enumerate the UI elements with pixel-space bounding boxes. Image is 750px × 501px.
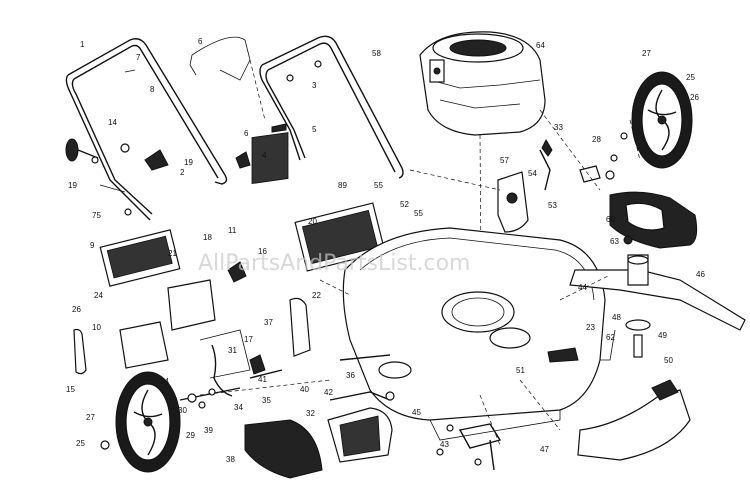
rear-pivot-bracket: [497, 132, 628, 233]
front-wheel-left: [115, 371, 181, 473]
callout-52: 52: [400, 200, 409, 209]
callout-22: 22: [312, 291, 321, 300]
callout-1: 1: [80, 40, 85, 49]
callout-2: 2: [180, 168, 185, 177]
callout-28: 28: [592, 135, 601, 144]
control-cable: [191, 36, 251, 81]
height-adjuster-left: [73, 261, 311, 397]
bag-panel-4: [251, 132, 289, 185]
bag-panel-9: [99, 229, 181, 287]
lower-handle-right: [259, 35, 404, 179]
callout-38: 38: [226, 455, 235, 464]
callout-48: 48: [612, 313, 621, 322]
callout-45: 45: [412, 408, 421, 417]
callout-31: 31: [228, 346, 237, 355]
callout-5: 5: [312, 125, 317, 134]
callout-41: 41: [258, 375, 267, 384]
callout-17: 17: [244, 335, 253, 344]
callout-32: 32: [306, 409, 315, 418]
callout-50: 50: [664, 356, 673, 365]
callout-62: 62: [606, 333, 615, 342]
watermark: AllPartsAndPartsList.com: [198, 251, 470, 276]
callout-43: 43: [440, 440, 449, 449]
callout-37: 37: [264, 318, 273, 327]
callout-34: 34: [234, 403, 243, 412]
callout-54: 54: [528, 169, 537, 178]
rear-axle-hardware: [436, 423, 502, 471]
callout-10: 10: [92, 323, 101, 332]
callout-47: 47: [540, 445, 549, 454]
callout-14: 14: [108, 118, 117, 127]
callout-26-b: 26: [72, 305, 81, 314]
callout-55: 55: [374, 181, 383, 190]
callout-54-b: 54: [160, 377, 169, 386]
blade-assembly: [569, 191, 746, 358]
callout-6: 6: [198, 37, 203, 46]
handle-bracket-hardware: [91, 60, 322, 216]
callout-15: 15: [66, 385, 75, 394]
callout-20: 20: [308, 217, 317, 226]
rear-skirt-bracket: [651, 379, 679, 401]
callout-29: 29: [186, 431, 195, 440]
engine-shaft-line: [479, 134, 483, 396]
callout-63: 63: [610, 237, 619, 246]
callout-30: 30: [178, 406, 187, 415]
callout-42: 42: [324, 388, 333, 397]
callout-49: 49: [658, 331, 667, 340]
callout-36: 36: [346, 371, 355, 380]
callout-25-b: 25: [76, 439, 85, 448]
callout-27-b: 27: [86, 413, 95, 422]
callout-7: 7: [136, 53, 141, 62]
callout-51: 51: [516, 366, 525, 375]
callout-11: 11: [228, 226, 237, 235]
callout-57: 57: [500, 156, 509, 165]
callout-46: 46: [696, 270, 705, 279]
callout-60: 60: [606, 215, 615, 224]
callout-4: 4: [262, 151, 267, 160]
callout-16: 16: [258, 247, 267, 256]
callout-19-b: 19: [68, 181, 77, 190]
guide-lines: [199, 59, 641, 446]
callout-33: 33: [554, 123, 563, 132]
callout-18: 18: [203, 233, 212, 242]
callout-35: 35: [262, 396, 271, 405]
callout-64: 64: [536, 41, 545, 50]
mower-deck: [342, 227, 616, 441]
callout-26: 26: [690, 93, 699, 102]
callout-labels: 1 6 58 64 27 25 26 7 8 3 14 19 19 2 75 6…: [66, 37, 705, 464]
callout-55-b: 55: [414, 209, 423, 218]
callout-53: 53: [548, 201, 557, 210]
callout-24: 24: [94, 291, 103, 300]
callout-39: 39: [204, 426, 213, 435]
callout-21: 21: [168, 249, 177, 258]
callout-89: 89: [338, 181, 347, 190]
rear-skirt: [577, 389, 691, 461]
engine: [419, 31, 546, 136]
mulch-plug: [327, 407, 393, 463]
callout-25: 25: [686, 73, 695, 82]
upper-handle-left: [65, 38, 228, 221]
callout-40: 40: [300, 385, 309, 394]
callout-44: 44: [578, 283, 587, 292]
callout-9: 9: [90, 241, 95, 250]
callout-19: 19: [184, 158, 193, 167]
callout-23: 23: [586, 323, 595, 332]
callout-8: 8: [150, 85, 155, 94]
callout-6-b: 6: [244, 129, 249, 138]
callout-3: 3: [312, 81, 317, 90]
rear-wheel-right: [631, 71, 693, 169]
callout-27: 27: [642, 49, 651, 58]
rear-flap: [244, 419, 323, 479]
callout-75: 75: [92, 211, 101, 220]
callout-58: 58: [372, 49, 381, 58]
